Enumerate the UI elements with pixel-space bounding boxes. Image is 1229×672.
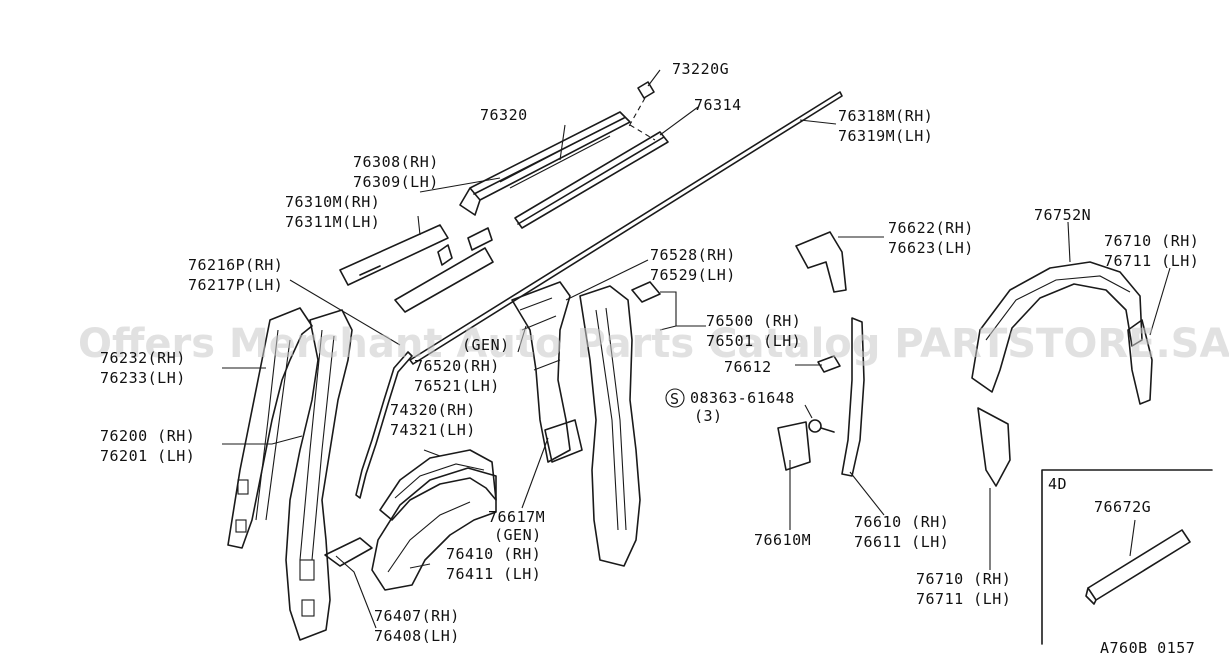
part-76310m[interactable] [339,224,494,313]
part-76622[interactable] [795,231,847,293]
part-76672g[interactable] [1085,529,1191,605]
label-76710-upper: 76710 (RH) [1104,232,1199,250]
screw-symbol-letter: S [670,390,680,408]
part-76410[interactable] [371,467,497,591]
watermark: Offers Merchant Auto Parts Catalog PARTS… [78,321,1229,367]
label-76318m: 76318M(RH) [838,107,933,125]
label-76233: 76233(LH) [100,369,186,387]
label-76529: 76529(LH) [650,266,736,284]
label-76611: 76611 (LH) [854,533,949,551]
label-76201: 76201 (LH) [100,447,195,465]
label-76610: 76610 (RH) [854,513,949,531]
label-76752n: 76752N [1034,206,1091,224]
label-76311m: 76311M(LH) [285,213,380,231]
label-gen-1: (GEN) [462,336,510,354]
callout-labels: 73220G 76320 76314 76318M(RH) 76319M(LH)… [100,60,1199,657]
label-76623: 76623(LH) [888,239,974,257]
part-76710-lower[interactable] [977,407,1011,487]
part-76407[interactable] [324,537,373,567]
label-76320: 76320 [480,106,528,124]
diagram-code: A760B 0157 [1100,639,1195,657]
label-73220g: 73220G [672,60,729,78]
label-76200: 76200 (RH) [100,427,195,445]
part-76752n[interactable] [971,261,1143,393]
label-76217p: 76217P(LH) [188,276,283,294]
part-76314[interactable] [514,131,669,229]
label-76520: 76520(RH) [414,357,500,375]
part-76200[interactable] [285,309,353,641]
label-76232: 76232(RH) [100,349,186,367]
label-inset-4d: 4D [1048,475,1067,493]
part-76520[interactable] [511,281,571,463]
label-76216p: 76216P(RH) [188,256,283,274]
label-76622: 76622(RH) [888,219,974,237]
label-76711-upper: 76711 (LH) [1104,252,1199,270]
label-76500: 76500 (RH) [706,312,801,330]
label-74321: 74321(LH) [390,421,476,439]
part-74320[interactable] [379,449,497,521]
label-76408: 76408(LH) [374,627,460,645]
part-76617m[interactable] [544,419,583,463]
label-76319m: 76319M(LH) [838,127,933,145]
label-76610m: 76610M [754,531,811,549]
label-screw-qty: (3) [694,407,723,425]
label-76711-lower: 76711 (LH) [916,590,1011,608]
part-73220g[interactable] [637,81,655,99]
label-76521: 76521(LH) [414,377,500,395]
label-76501: 76501 (LH) [706,332,801,350]
leader-lines [222,69,1171,629]
part-76528[interactable] [579,285,641,567]
label-76411: 76411 (LH) [446,565,541,583]
label-76407: 76407(RH) [374,607,460,625]
label-76308: 76308(RH) [353,153,439,171]
label-76309: 76309(LH) [353,173,439,191]
part-76612[interactable] [817,355,841,373]
part-76610[interactable] [841,317,865,477]
part-drawings [227,81,1213,645]
screw-symbol-circle [665,388,685,408]
label-76710-lower: 76710 (RH) [916,570,1011,588]
part-76500[interactable] [631,281,661,303]
label-screw: 08363-61648 [690,389,795,407]
label-76410: 76410 (RH) [446,545,541,563]
part-76710-upper[interactable] [1127,319,1153,405]
label-74320: 74320(RH) [390,401,476,419]
label-gen-2: (GEN) [494,526,542,544]
label-76310m: 76310M(RH) [285,193,380,211]
label-76612: 76612 [724,358,772,376]
part-76318m[interactable] [409,91,843,365]
inset-frame [1041,469,1213,645]
part-76610m[interactable] [777,421,811,471]
part-76216p[interactable] [355,351,413,499]
part-76232[interactable] [227,307,313,549]
label-76528: 76528(RH) [650,246,736,264]
label-76314: 76314 [694,96,742,114]
label-76617m: 76617M [488,508,545,526]
label-76672g: 76672G [1094,498,1151,516]
part-screw[interactable] [808,419,822,433]
